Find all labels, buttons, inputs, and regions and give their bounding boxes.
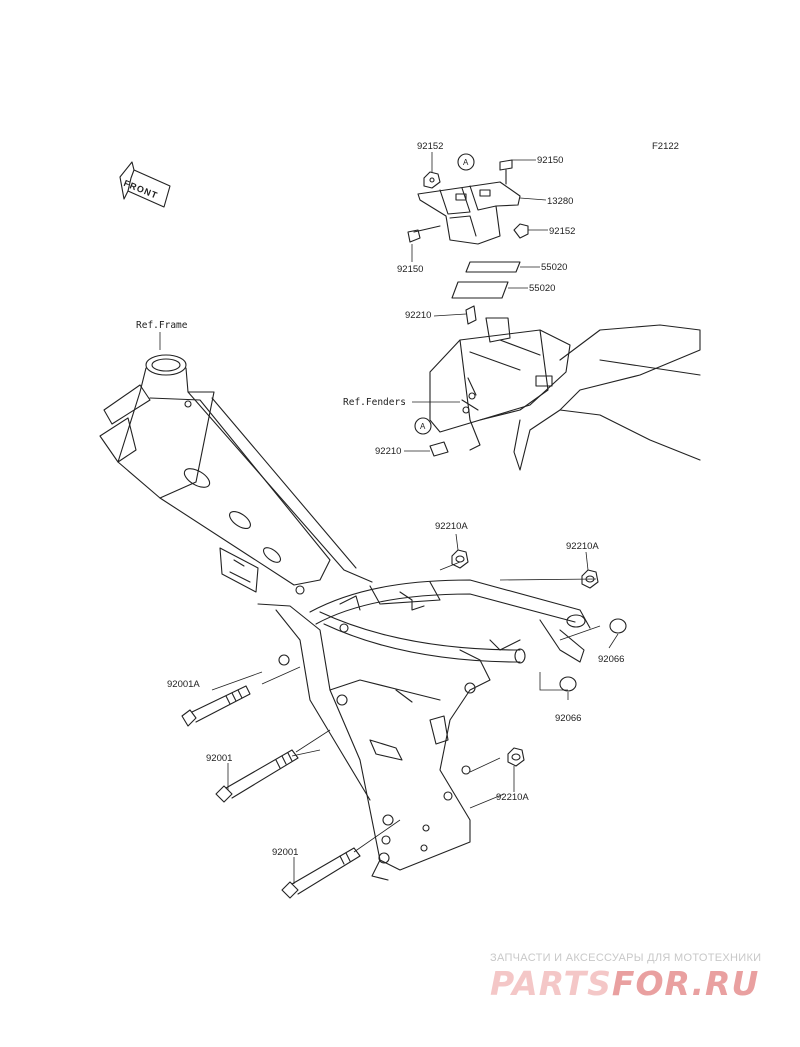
- part-label-55020-a: 55020: [541, 262, 568, 273]
- part-label-92066-b: 92066: [555, 713, 582, 724]
- nut-92210A-c-icon: [507, 747, 525, 767]
- callout-A-bottom-letter: A: [420, 422, 426, 431]
- watermark-brand-a: PARTS: [490, 964, 612, 1003]
- part-label-92001A: 92001A: [167, 679, 200, 690]
- part-label-92210-top: 92210: [405, 310, 432, 321]
- ref-frame-label: Ref.Frame: [136, 320, 188, 331]
- part-label-92210A-c: 92210A: [496, 792, 529, 803]
- part-label-13280: 13280: [547, 196, 574, 207]
- fender-assembly: [429, 317, 701, 471]
- clip-92210-bot-icon: [429, 441, 449, 457]
- frame-assembly: [99, 354, 591, 881]
- cap-92066-a-icon: [609, 618, 627, 634]
- pad-55020-upper: [465, 261, 521, 273]
- nut-92210A-a-icon: [451, 549, 469, 569]
- watermark-logo: PARTSFOR.RU: [490, 964, 759, 1003]
- ref-fenders-label: Ref.Fenders: [343, 397, 406, 408]
- bolt-92150-top-icon: [499, 159, 513, 185]
- clip-92210-top-icon: [465, 305, 477, 325]
- part-label-92150-top: 92150: [537, 155, 564, 166]
- bolt-92001-b-icon: [281, 847, 361, 899]
- part-label-92210A-b: 92210A: [566, 541, 599, 552]
- callout-A-bottom: [414, 417, 432, 435]
- part-label-92001-b: 92001: [272, 847, 299, 858]
- part-label-55020-b: 55020: [529, 283, 556, 294]
- front-arrow-icon: [119, 161, 171, 208]
- bolt-92001A-icon: [181, 685, 251, 727]
- battery-case: [417, 181, 521, 245]
- part-label-92210-bot: 92210: [375, 446, 402, 457]
- nut-92152-top-icon: [423, 171, 441, 189]
- part-label-92152-mid: 92152: [549, 226, 576, 237]
- bolt-92150-left-icon: [407, 225, 441, 243]
- cap-92066-b-icon: [559, 676, 577, 692]
- callout-A-top-letter: A: [463, 158, 469, 167]
- part-label-92152-top: 92152: [417, 141, 444, 152]
- part-label-92001-a: 92001: [206, 753, 233, 764]
- nut-92152-mid-icon: [513, 223, 529, 239]
- pad-55020-lower: [451, 281, 509, 299]
- part-label-92150-left: 92150: [397, 264, 424, 275]
- diagram-code: F2122: [652, 141, 679, 152]
- part-label-92210A-a: 92210A: [435, 521, 468, 532]
- callout-A-top: [457, 153, 475, 171]
- watermark-brand-b: FOR.RU: [611, 964, 760, 1003]
- watermark-tagline: ЗАПЧАСТИ И АКСЕССУАРЫ ДЛЯ МОТОТЕХНИКИ: [490, 952, 762, 964]
- part-label-92066-a: 92066: [598, 654, 625, 665]
